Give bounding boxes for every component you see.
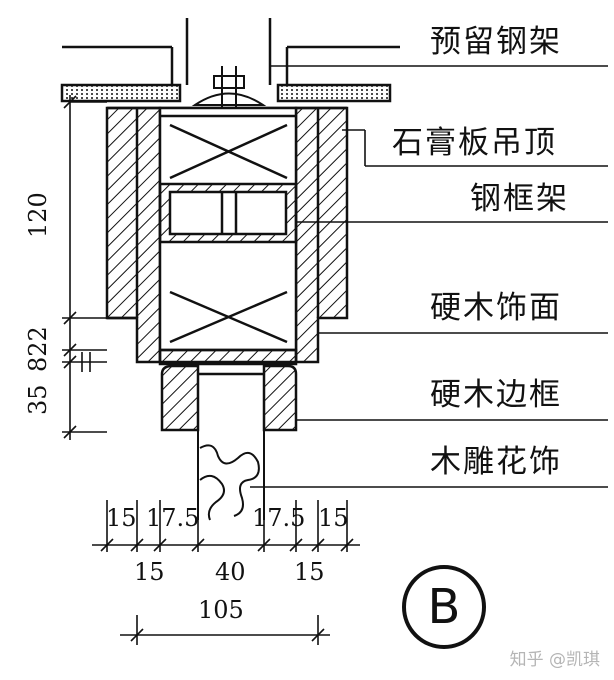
gypsum-ceiling-boards	[60, 83, 392, 103]
label-hardwood-facing: 硬木饰面	[430, 290, 562, 326]
label-gypsum-ceiling: 石膏板吊顶	[392, 125, 557, 161]
wood-carving	[197, 430, 265, 521]
leader-lines	[250, 65, 608, 488]
dim-bottom-17-5-right: 17.5	[252, 504, 306, 532]
dim-total-105: 105	[198, 596, 244, 624]
watermark: 知乎 @凯琪	[509, 650, 600, 670]
dim-bottom-15-left: 15	[106, 504, 137, 532]
dim-bottom-15-right: 15	[318, 504, 349, 532]
dim-row2-40: 40	[215, 558, 246, 586]
label-wood-carving: 木雕花饰	[430, 444, 562, 480]
horizontal-dimensions	[92, 500, 360, 645]
dim-row2-15-right: 15	[294, 558, 325, 586]
section-mark-letter: B	[427, 579, 461, 635]
dim-bottom-17-5-left: 17.5	[146, 504, 200, 532]
steel-frame-section	[158, 182, 298, 244]
hardwood-facing-right	[294, 106, 349, 364]
label-preset-steel-frame: 预留钢架	[430, 24, 562, 60]
vertical-dimensions	[62, 95, 107, 440]
preset-steel-frame	[62, 18, 400, 85]
dim-row2-15-left: 15	[134, 558, 165, 586]
dim-822: 822	[24, 326, 52, 372]
label-steel-frame: 钢框架	[470, 181, 569, 217]
dim-120: 120	[24, 192, 52, 238]
dim-35: 35	[24, 384, 52, 415]
hardwood-facing-left	[105, 106, 162, 364]
bottom-plate	[158, 348, 298, 366]
label-hardwood-border: 硬木边框	[430, 377, 562, 413]
hardwood-border	[160, 364, 298, 432]
section-mark-badge: B	[402, 565, 486, 649]
